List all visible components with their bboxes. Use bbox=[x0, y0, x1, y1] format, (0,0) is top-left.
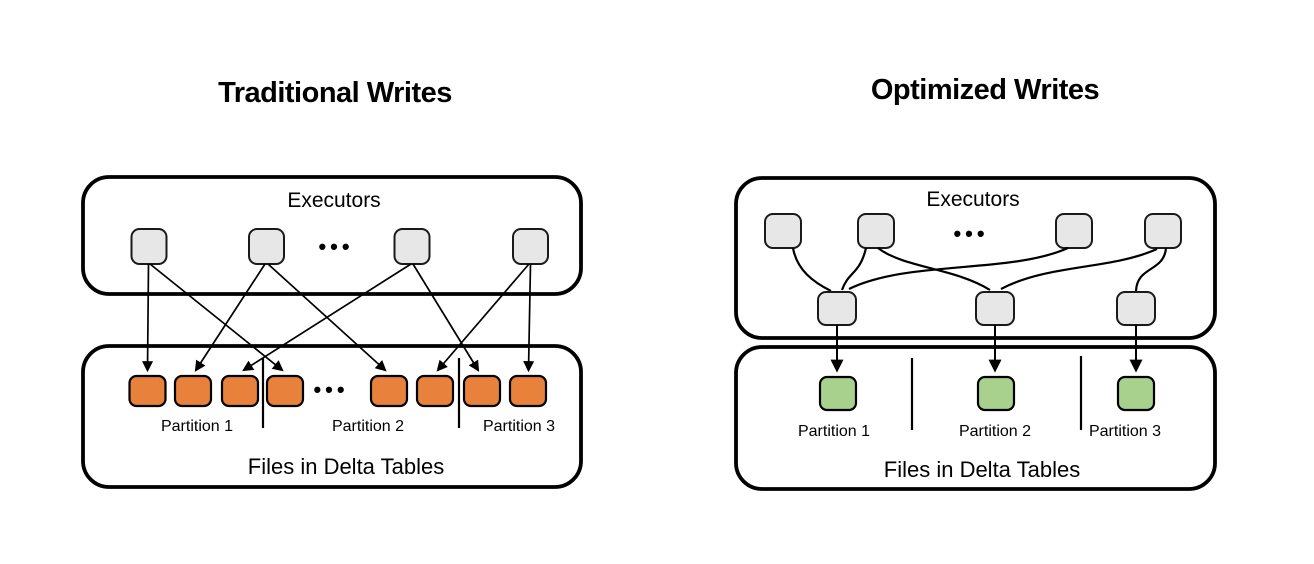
partition-label: Partition 3 bbox=[483, 418, 555, 435]
write-arrow bbox=[149, 263, 284, 372]
shuffle-curve bbox=[1000, 247, 1158, 290]
optimized-writes-title: Optimized Writes bbox=[871, 74, 1099, 106]
file-node-traditional bbox=[128, 374, 167, 408]
executor-node bbox=[764, 213, 802, 249]
write-arrow bbox=[194, 263, 266, 372]
traditional-writes-title: Traditional Writes bbox=[218, 77, 452, 109]
executor-node bbox=[512, 228, 549, 265]
executor-node bbox=[1055, 213, 1093, 249]
shuffle-node bbox=[1116, 291, 1156, 326]
file-node-optimized bbox=[1116, 375, 1156, 412]
file-node-traditional bbox=[508, 374, 548, 408]
file-node-traditional bbox=[462, 374, 502, 408]
shuffle-curve bbox=[848, 246, 1069, 290]
file-node-traditional bbox=[173, 374, 213, 408]
executor-node bbox=[248, 228, 285, 265]
executor-node bbox=[130, 228, 168, 265]
executor-node bbox=[857, 213, 895, 249]
partition-label: Partition 3 bbox=[1089, 423, 1161, 440]
partition-label: Partition 1 bbox=[161, 418, 233, 435]
files-in-delta-tables-label: Files in Delta Tables bbox=[248, 454, 444, 479]
executors-ellipsis: ••• bbox=[318, 234, 353, 259]
traditional-executors-label: Executors bbox=[287, 189, 380, 212]
write-arrow bbox=[242, 263, 412, 372]
write-arrow bbox=[523, 263, 535, 373]
files-ellipsis: ••• bbox=[313, 377, 348, 402]
traditional-writes-panel: Traditional Writes Executors ••• ••• bbox=[81, 77, 583, 489]
executor-node bbox=[1144, 213, 1182, 249]
write-arrow bbox=[412, 263, 480, 372]
partition-label: Partition 2 bbox=[959, 423, 1031, 440]
traditional-executors-box bbox=[81, 175, 583, 296]
file-node-traditional bbox=[369, 374, 409, 408]
optimized-writes-panel: Optimized Writes Executors ••• bbox=[734, 74, 1217, 491]
shuffle-curve bbox=[1134, 247, 1168, 292]
shuffle-node bbox=[975, 291, 1015, 326]
shuffle-node bbox=[817, 291, 857, 326]
shuffle-curve bbox=[791, 247, 832, 292]
partition-label: Partition 2 bbox=[332, 418, 404, 435]
write-arrow bbox=[142, 263, 154, 373]
shuffle-curve bbox=[877, 247, 991, 291]
file-node-traditional bbox=[265, 374, 305, 408]
optimized-executors-label: Executors bbox=[926, 188, 1019, 211]
shuffle-curve bbox=[840, 247, 868, 291]
executor-node bbox=[393, 228, 431, 265]
file-node-optimized bbox=[976, 375, 1016, 412]
executors-ellipsis: ••• bbox=[953, 221, 988, 246]
write-arrow bbox=[436, 263, 530, 372]
file-node-optimized bbox=[818, 375, 858, 412]
file-node-traditional bbox=[415, 374, 455, 408]
files-in-delta-tables-label: Files in Delta Tables bbox=[884, 457, 1080, 482]
file-node-traditional bbox=[220, 374, 260, 408]
partition-label: Partition 1 bbox=[798, 423, 870, 440]
